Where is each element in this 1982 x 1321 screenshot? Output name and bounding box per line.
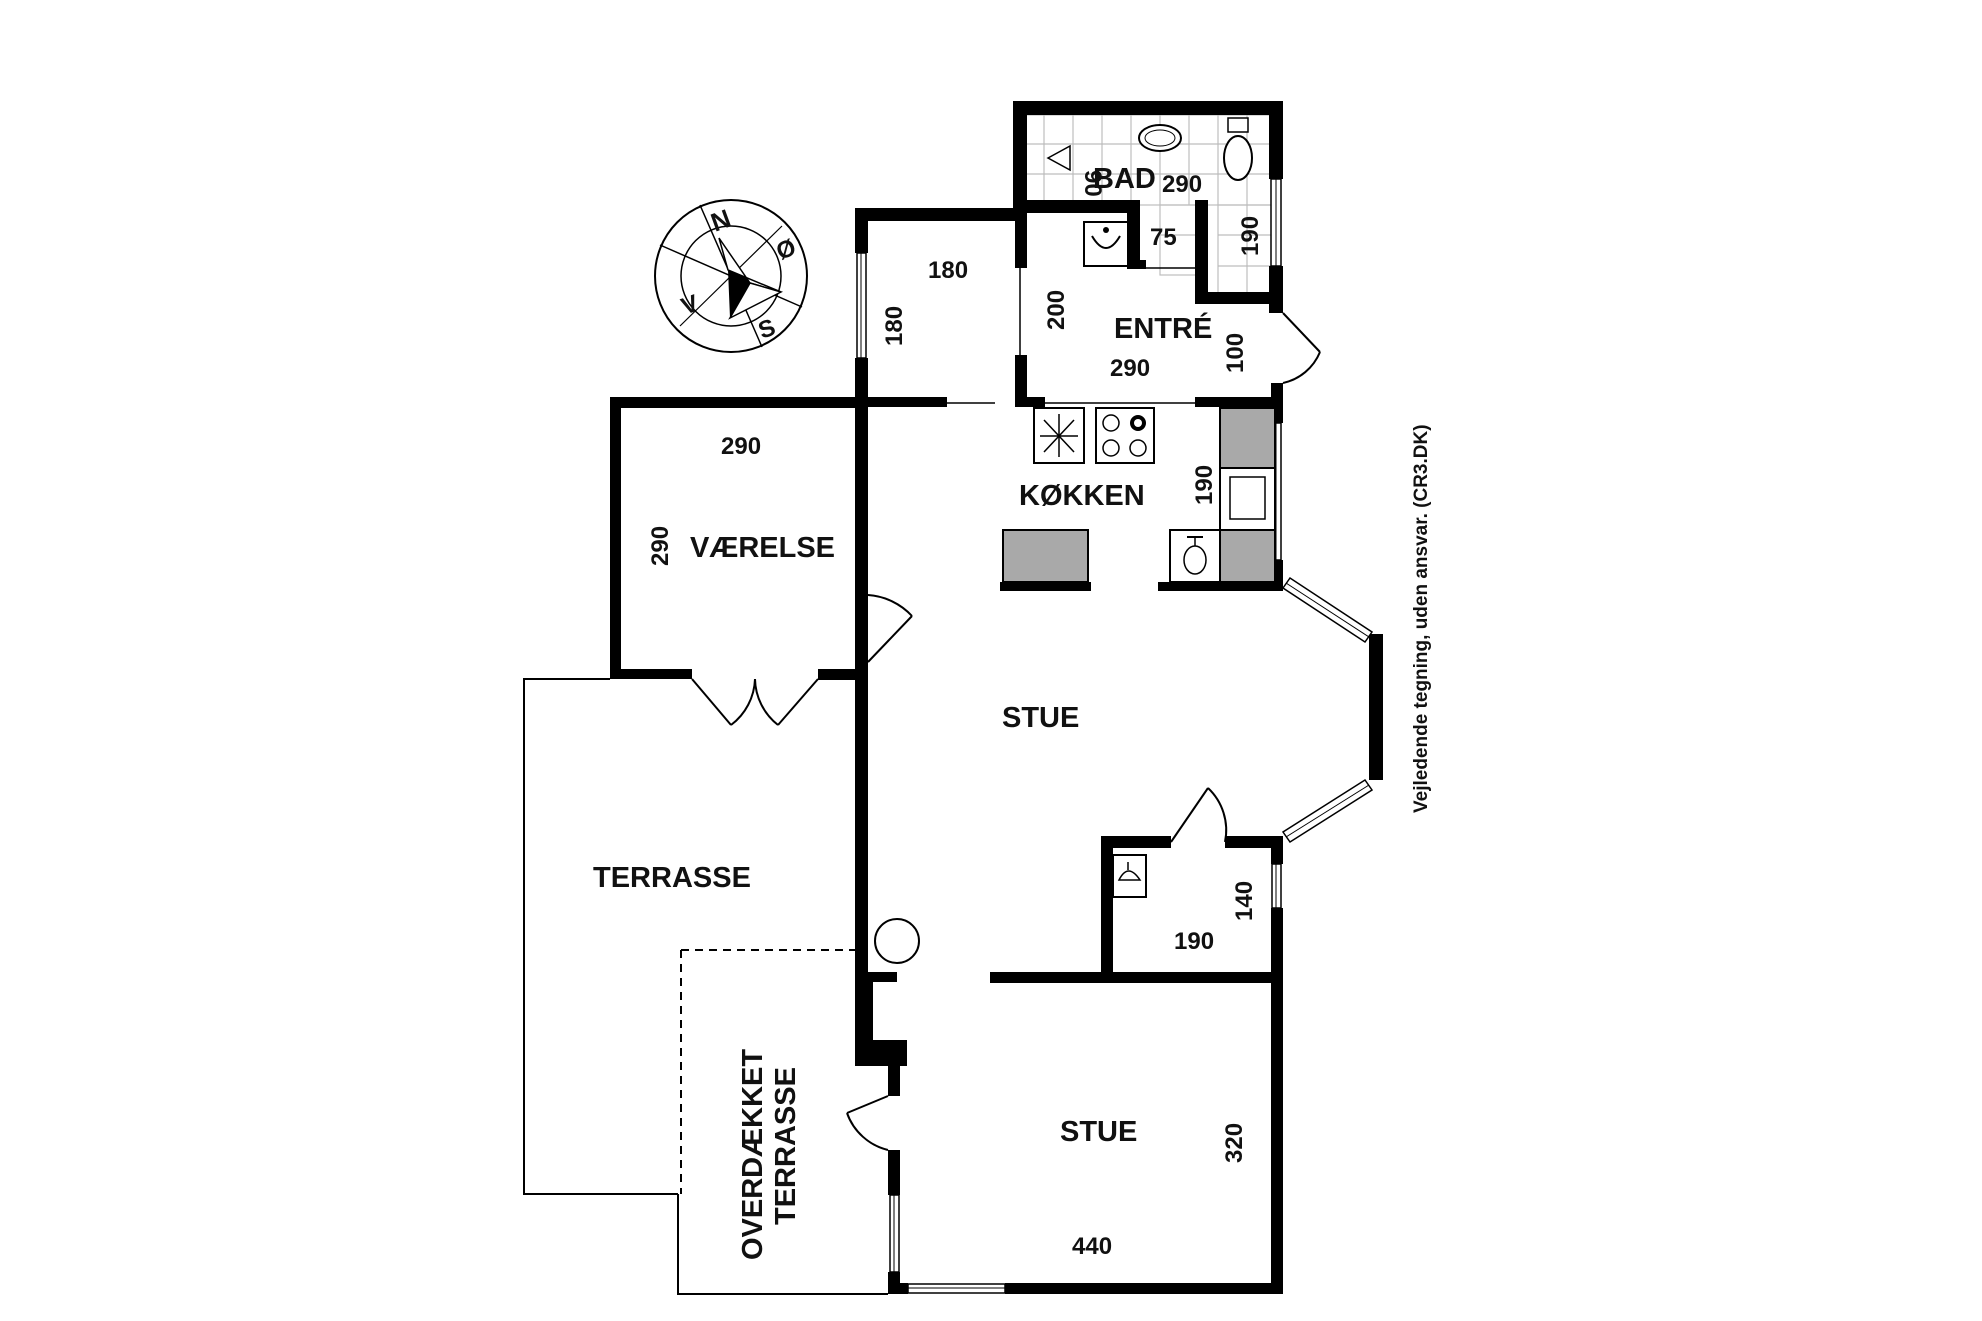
- room-label-bad: BAD: [1093, 163, 1156, 195]
- dim-vaerelse-width: 290: [721, 433, 761, 460]
- doors: [691, 267, 1321, 1151]
- room-label-vaerelse: VÆRELSE: [690, 532, 835, 564]
- room-label-entre: ENTRÉ: [1114, 311, 1212, 345]
- dim-wc-190: 190: [1174, 928, 1214, 955]
- room-label-terrasse: TERRASSE: [593, 862, 751, 894]
- room-label-stue-main: STUE: [1002, 702, 1079, 734]
- terrace-outline: [523, 678, 888, 1295]
- compass-east-label: Ø: [773, 234, 800, 266]
- room-label-kokken: KØKKEN: [1019, 480, 1145, 512]
- disclaimer-text: Vejledende tegning, uden ansvar. (CR3.DK…: [1411, 424, 1432, 813]
- dim-entre-290: 290: [1110, 355, 1150, 382]
- windows: [856, 178, 1374, 1294]
- dim-stue-440: 440: [1072, 1233, 1112, 1260]
- dim-bad-75: 75: [1150, 224, 1177, 251]
- dim-bad-90: 90: [1079, 170, 1106, 197]
- room-label-stue-lower: STUE: [1060, 1116, 1137, 1148]
- room-label-overdaekket-line2: TERRASSE: [770, 1067, 802, 1225]
- dim-room180-height: 180: [881, 306, 908, 346]
- dimension-labels: 90 290 75 190 180 180 200 290 100 290 29…: [647, 170, 1264, 1260]
- fixtures: [874, 117, 1276, 964]
- dim-kokken-190: 190: [1191, 465, 1218, 505]
- compass-rose-icon: N Ø S V: [654, 199, 808, 353]
- compass-west-label: V: [678, 290, 702, 321]
- dim-room180-width: 180: [928, 257, 968, 284]
- walls: [610, 101, 1383, 1294]
- dim-bad-190: 190: [1237, 216, 1264, 256]
- dim-bad-290: 290: [1162, 171, 1202, 198]
- dim-stue-320: 320: [1221, 1123, 1248, 1163]
- compass-north-label: N: [707, 203, 735, 238]
- dim-vaerelse-height: 290: [647, 526, 674, 566]
- room-label-overdaekket-line1: OVERDÆKKET: [737, 1049, 769, 1260]
- dim-wc-140: 140: [1231, 881, 1258, 921]
- dim-entre-100: 100: [1222, 333, 1249, 373]
- dim-entre-200: 200: [1043, 290, 1070, 330]
- room-labels: BAD ENTRÉ KØKKEN VÆRELSE STUE TERRASSE S…: [593, 163, 1212, 1260]
